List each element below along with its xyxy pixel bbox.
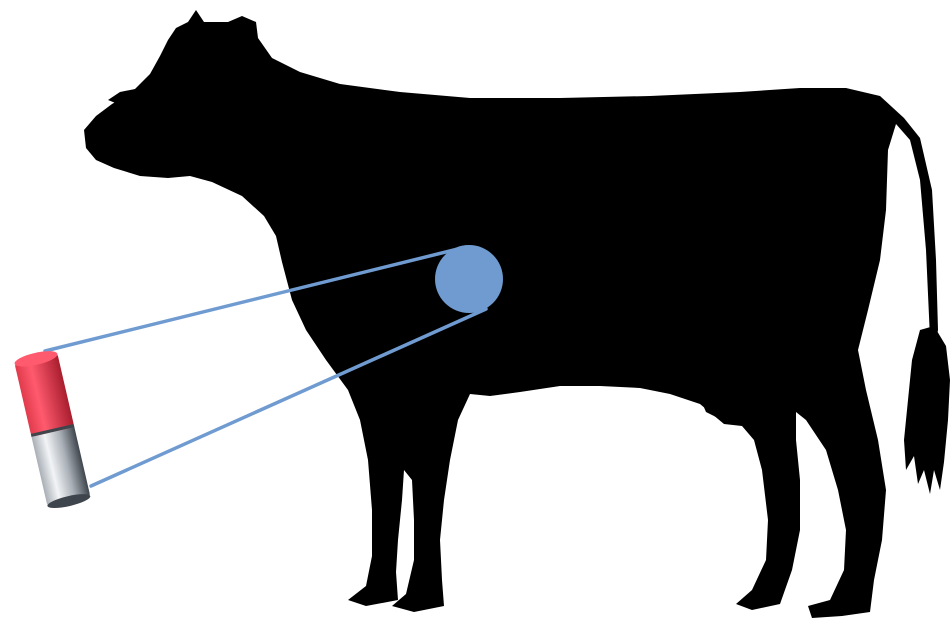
cow-silhouette xyxy=(84,10,950,618)
cow-body-silhouette xyxy=(84,10,938,618)
cow-tail-switch xyxy=(904,326,950,494)
bolus-capsule xyxy=(13,348,91,511)
rumen-location-marker xyxy=(435,245,503,313)
